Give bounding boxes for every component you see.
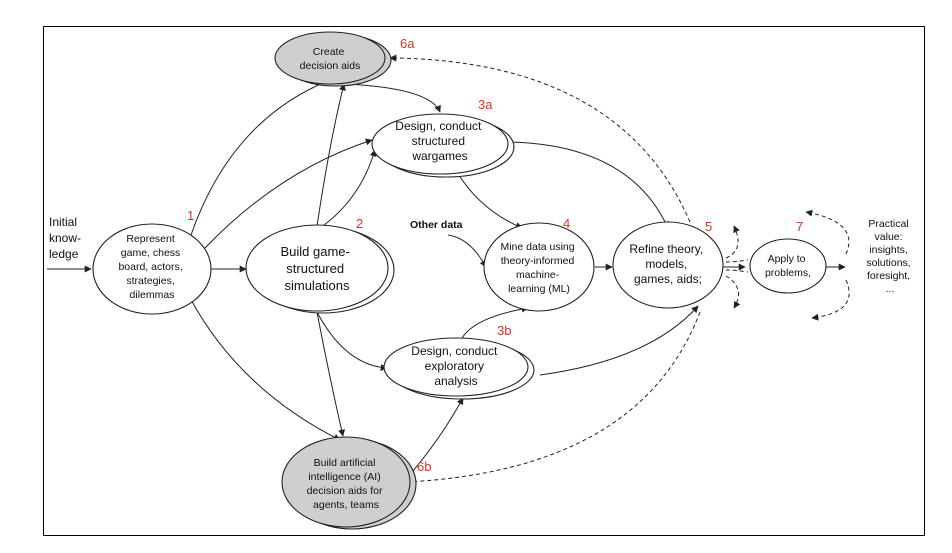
- node-represent-shape: [92, 223, 212, 315]
- practical-value-label: Practical value: insights, solutions, fo…: [866, 218, 913, 295]
- edge-build-to-ai: [316, 311, 345, 437]
- edge-build-to-decision-aids: [316, 83, 346, 227]
- edge-value-loop-up: [805, 209, 850, 255]
- node-refine: Refine theory, models, games, aids; 5: [612, 219, 724, 309]
- node-decision-aids: Create decision aids 6a: [274, 31, 415, 87]
- edge-wargames-to-refine: [509, 141, 669, 229]
- node-represent-label: Represent game, chess board, actors, str…: [118, 233, 185, 301]
- other-data-label: Other data: [410, 219, 463, 231]
- diagram-frame: [43, 26, 925, 536]
- node-mine-label: Mine data using theory-informed machine-…: [500, 241, 577, 295]
- node-exploratory-label: Design, conduct exploratory analysis: [411, 344, 500, 388]
- node-decision-aids-shape: [274, 31, 386, 85]
- edge-refine-apply-dash-b: [725, 269, 749, 273]
- node-ai-aids-label: Build artificial intelligence (AI) decis…: [307, 457, 386, 511]
- edge-refine-loop-down: [725, 275, 741, 309]
- edge-represent-to-wargames: [204, 138, 373, 249]
- node-refine-shape: [612, 221, 724, 309]
- edge-refine-loop-up: [725, 225, 740, 259]
- node-exploratory-shape: [383, 337, 529, 397]
- node-ai-aids: Build artificial intelligence (AI) decis…: [281, 436, 431, 530]
- edge-build-to-wargames: [319, 149, 377, 229]
- node-exploratory: Design, conduct exploratory analysis 3b: [383, 323, 535, 400]
- edge-otherdata-to-mine: [447, 234, 487, 268]
- edge-exploratory-to-mine: [459, 305, 529, 343]
- edge-wargames-to-mine: [456, 171, 523, 229]
- node-apply: Apply to problems, 7: [749, 219, 827, 294]
- edge-refine-to-ai-feedback: [405, 311, 701, 486]
- node-apply-number: 7: [796, 219, 803, 234]
- node-represent-number: 1: [187, 208, 194, 223]
- edge-represent-to-decision-aids: [189, 79, 331, 239]
- edge-build-to-exploratory: [316, 311, 388, 372]
- node-exploratory-number: 3b: [497, 323, 511, 338]
- feedback-edges: [389, 54, 850, 486]
- node-wargames: Design, conduct structured wargames 3a: [371, 97, 515, 178]
- node-mine: Mine data using theory-informed machine-…: [483, 216, 595, 312]
- node-build-sim-number: 2: [356, 216, 363, 231]
- node-build-sim-label: Build game- structured simulations: [281, 244, 354, 293]
- node-decision-aids-label: Create decision aids: [300, 46, 361, 72]
- node-mine-shape: [483, 222, 595, 312]
- node-apply-label: Apply to problems,: [765, 253, 811, 279]
- initial-knowledge-label: Initial know- ledge: [49, 215, 84, 261]
- node-represent: Represent game, chess board, actors, str…: [92, 208, 212, 315]
- node-wargames-number: 3a: [478, 97, 493, 112]
- edge-exploratory-to-refine: [539, 305, 699, 376]
- node-refine-number: 5: [705, 219, 712, 234]
- edge-decision-aids-to-wargames: [344, 83, 441, 113]
- node-wargames-label: Design, conduct structured wargames: [395, 119, 484, 163]
- node-wargames-shape: [371, 113, 509, 175]
- node-build-sim-shape: [245, 224, 389, 312]
- edge-represent-to-ai: [189, 297, 341, 441]
- node-build-sim: Build game- structured simulations 2: [245, 216, 395, 314]
- node-apply-shape: [749, 238, 827, 294]
- node-ai-aids-number: 6b: [417, 459, 431, 474]
- node-mine-number: 4: [563, 216, 570, 231]
- edge-refine-to-decision-aids-feedback: [389, 54, 691, 223]
- edge-ai-to-exploratory: [406, 397, 464, 479]
- node-refine-label: Refine theory, models, games, aids;: [629, 242, 706, 286]
- edge-value-loop-down: [811, 279, 850, 321]
- node-ai-aids-shape: [281, 436, 411, 528]
- edge-refine-apply-dash-a: [725, 259, 749, 263]
- node-decision-aids-number: 6a: [400, 36, 415, 51]
